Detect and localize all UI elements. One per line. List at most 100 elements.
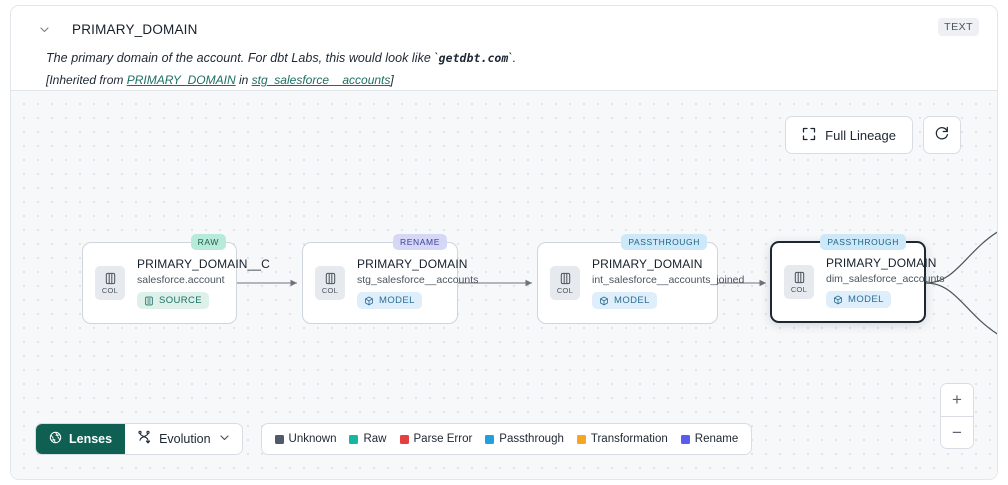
col-chip-label-4: COL: [790, 284, 808, 294]
column-icon: [560, 272, 570, 284]
column-icon: [325, 272, 335, 284]
node-kind-label-1: SOURCE: [159, 295, 203, 306]
node-title-1: PRIMARY_DOMAIN__C: [137, 257, 270, 271]
inherited-middle: in: [235, 73, 252, 87]
evolution-icon: [137, 430, 151, 448]
inherited-suffix: ]: [390, 73, 394, 87]
legend-swatch-parse-error: [399, 434, 409, 444]
legend-item-parse-error: Parse Error: [399, 433, 473, 445]
legend-swatch-rename: [680, 434, 690, 444]
legend-item-passthrough: Passthrough: [485, 433, 564, 445]
node-tag-3: PASSTHROUGH: [621, 234, 707, 250]
zoom-in-button[interactable]: +: [941, 384, 973, 416]
node-subtitle-4: dim_salesforce_accounts: [826, 273, 945, 285]
description-prefix: The primary domain of the account. For d…: [46, 51, 439, 65]
aperture-icon: [49, 431, 62, 447]
node-title-4: PRIMARY_DOMAIN: [826, 256, 937, 270]
legend-label-unknown: Unknown: [288, 433, 337, 445]
lineage-node-3[interactable]: PASSTHROUGH COL PRIMARY_DOMAIN int_sales…: [537, 234, 744, 324]
node-tag-1: RAW: [190, 234, 226, 250]
chevron-down-icon[interactable]: [36, 21, 52, 37]
chevron-down-icon: [219, 432, 230, 446]
column-icon-chip-4: COL: [784, 265, 814, 299]
col-chip-label-1: COL: [101, 285, 119, 295]
full-lineage-button[interactable]: Full Lineage: [785, 116, 913, 154]
column-header: PRIMARY_DOMAIN TEXT The primary domain o…: [11, 6, 997, 90]
evolution-label: Evolution: [159, 432, 211, 446]
column-detail-card: PRIMARY_DOMAIN TEXT The primary domain o…: [10, 5, 998, 480]
lineage-legend: Unknown Raw Parse Error Passthrough: [260, 423, 753, 455]
lineage-canvas[interactable]: Full Lineage: [11, 90, 997, 479]
column-icon-chip-3: COL: [550, 266, 580, 300]
canvas-bottom-toolbar: Lenses Evolution: [35, 423, 753, 455]
lens-controls-group: Lenses Evolution: [35, 423, 243, 455]
node-body-1: PRIMARY_DOMAIN__C salesforce.account SOU…: [137, 257, 270, 309]
node-kind-badge-4: MODEL: [826, 291, 891, 308]
database-icon: [145, 296, 153, 305]
lineage-node-2[interactable]: RENAME COL PRIMARY_DOMAIN stg_salesforce…: [302, 234, 478, 324]
node-kind-badge-3: MODEL: [592, 292, 657, 309]
evolution-button[interactable]: Evolution: [125, 424, 242, 454]
node-body-2: PRIMARY_DOMAIN stg_salesforce__accounts …: [357, 257, 478, 309]
legend-swatch-transformation: [576, 434, 586, 444]
node-subtitle-3: int_salesforce__accounts_joined: [592, 274, 745, 286]
edge-out-top: [925, 231, 997, 284]
legend-label-parse-error: Parse Error: [413, 433, 473, 445]
column-icon: [794, 271, 804, 283]
legend-item-rename: Rename: [680, 433, 739, 445]
node-kind-badge-1: SOURCE: [137, 292, 210, 309]
column-description: The primary domain of the account. For d…: [46, 51, 979, 65]
column-icon-chip-2: COL: [315, 266, 345, 300]
refresh-button[interactable]: [923, 116, 961, 154]
legend-item-transformation: Transformation: [576, 433, 668, 445]
column-title-row: PRIMARY_DOMAIN: [29, 18, 979, 40]
node-subtitle-1: salesforce.account: [137, 274, 225, 286]
zoom-controls: + −: [940, 383, 974, 449]
expand-corners-icon: [802, 127, 816, 144]
inherited-prefix: [Inherited from: [46, 73, 127, 87]
node-subtitle-2: stg_salesforce__accounts: [357, 274, 479, 286]
column-icon-chip-1: COL: [95, 266, 125, 300]
node-kind-badge-2: MODEL: [357, 292, 422, 309]
node-title-2: PRIMARY_DOMAIN: [357, 257, 468, 271]
node-body-3: PRIMARY_DOMAIN int_salesforce__accounts_…: [592, 257, 744, 309]
node-tag-4: PASSTHROUGH: [820, 234, 906, 250]
legend-label-rename: Rename: [694, 433, 739, 445]
lineage-node-1[interactable]: RAW COL PRIMARY_DOMAIN__C salesforce.acc…: [82, 234, 270, 324]
lineage-graph: RAW COL PRIMARY_DOMAIN__C salesforce.acc…: [11, 91, 997, 479]
node-kind-label-3: MODEL: [614, 295, 650, 306]
cube-icon: [600, 296, 608, 305]
col-chip-label-2: COL: [321, 285, 339, 295]
col-chip-label-3: COL: [556, 285, 574, 295]
lenses-label: Lenses: [69, 432, 113, 446]
lineage-edges: [237, 231, 997, 335]
description-suffix: `.: [508, 51, 517, 65]
column-icon: [105, 272, 115, 284]
node-body-4: PRIMARY_DOMAIN dim_salesforce_accounts M…: [826, 256, 944, 308]
description-code: getdbt.com: [438, 51, 509, 65]
node-title-3: PRIMARY_DOMAIN: [592, 257, 703, 271]
lenses-button[interactable]: Lenses: [36, 424, 126, 454]
canvas-top-controls: Full Lineage: [785, 116, 961, 154]
zoom-out-button[interactable]: −: [941, 416, 973, 448]
inherited-model-link[interactable]: stg_salesforce__accounts: [251, 73, 391, 87]
full-lineage-label: Full Lineage: [825, 127, 896, 143]
lineage-node-4[interactable]: PASSTHROUGH COL PRIMARY_DOMAIN dim_sales…: [770, 234, 944, 323]
page-title: PRIMARY_DOMAIN: [72, 21, 198, 37]
node-tag-2: RENAME: [393, 234, 447, 250]
cube-icon: [365, 296, 373, 305]
legend-swatch-passthrough: [485, 434, 495, 444]
cube-icon: [834, 295, 842, 304]
legend-item-unknown: Unknown: [274, 433, 337, 445]
legend-label-transformation: Transformation: [590, 433, 668, 445]
node-kind-label-2: MODEL: [379, 295, 415, 306]
inherited-column-link[interactable]: PRIMARY_DOMAIN: [126, 73, 236, 87]
refresh-icon: [934, 125, 950, 146]
node-kind-label-4: MODEL: [848, 294, 884, 305]
type-badge: TEXT: [938, 18, 979, 36]
legend-swatch-unknown: [274, 434, 284, 444]
legend-label-passthrough: Passthrough: [499, 433, 564, 445]
legend-item-raw: Raw: [349, 433, 387, 445]
inherited-from-note: [Inherited from PRIMARY_DOMAIN in stg_sa…: [46, 73, 979, 87]
